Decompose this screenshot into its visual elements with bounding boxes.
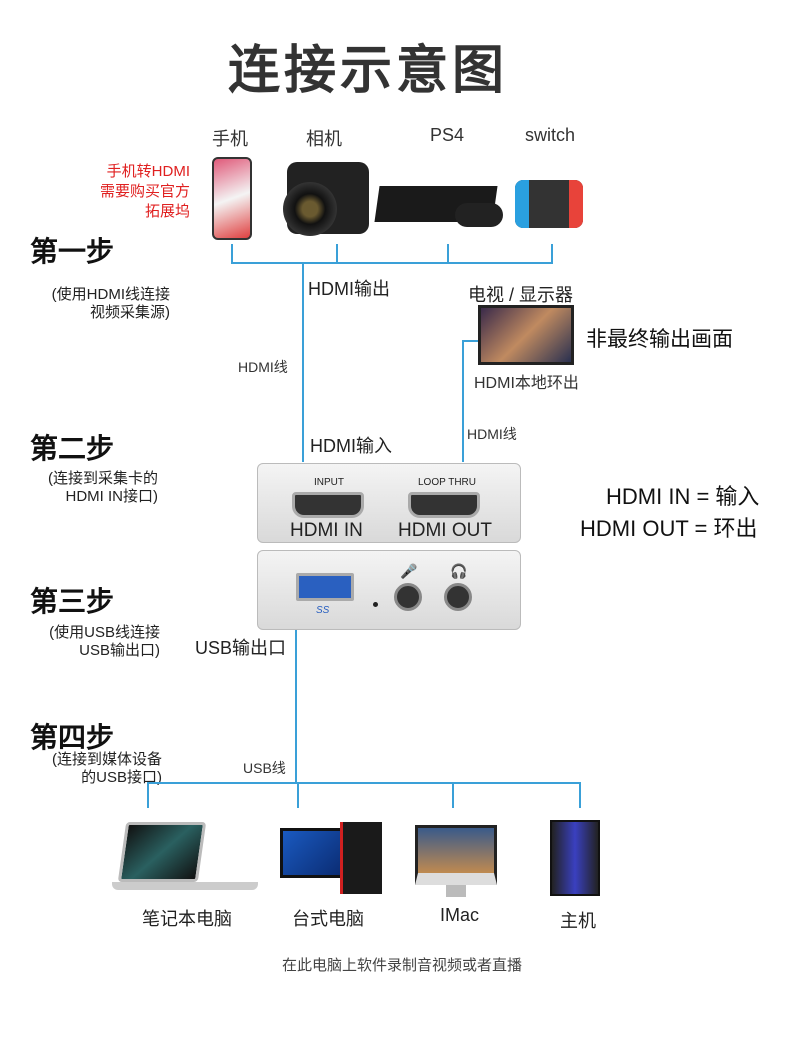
page-title: 连接示意图 <box>228 40 509 101</box>
device-label-switch: switch <box>525 125 576 145</box>
hdmi-cable2-label: HDMI线 <box>467 426 517 442</box>
phone-note: 手机转HDMI 需要购买官方 拓展坞 <box>90 162 190 222</box>
port-input-label: INPUT <box>314 477 344 488</box>
connector-line <box>452 782 454 808</box>
hdmi-in-port[interactable] <box>292 492 364 518</box>
step-desc-line: 视频采集源) <box>90 304 170 321</box>
connector-line <box>231 244 233 264</box>
connector-line <box>147 782 581 784</box>
legend-out: HDMI OUT = 环出 <box>580 516 758 541</box>
laptop-base <box>112 882 258 890</box>
hdmi-out-port[interactable] <box>408 492 480 518</box>
connector-line <box>147 782 149 808</box>
tv-image <box>478 305 574 365</box>
device-label-imac: IMac <box>440 905 480 925</box>
desktop-tower-image <box>340 822 382 894</box>
not-final-label: 非最终输出画面 <box>586 328 733 351</box>
device-label-camera: 相机 <box>306 129 342 149</box>
phone-note-line: 需要购买官方 <box>99 183 190 200</box>
phone-note-line: 手机转HDMI <box>106 163 190 180</box>
footer-note: 在此电脑上软件录制音视频或者直播 <box>282 957 523 974</box>
device-label-desktop: 台式电脑 <box>292 909 364 929</box>
step-desc-line: (连接到媒体设备 <box>52 751 162 768</box>
step-1-desc: (使用HDMI线连接视频采集源) <box>20 286 170 322</box>
capture-card-front: INPUT LOOP THRU HDMI IN HDMI OUT <box>257 463 521 543</box>
connector-line <box>231 262 553 264</box>
usb-ss-logo: SS <box>316 605 330 616</box>
legend-in: HDMI IN = 输入 <box>606 484 760 509</box>
step-desc-line: USB输出口) <box>79 642 160 659</box>
hdmi-out-label: HDMI OUT <box>398 520 492 541</box>
usb-cable-line <box>295 630 297 784</box>
pc-tower-image <box>550 820 600 896</box>
port-loop-label: LOOP THRU <box>418 477 476 488</box>
connector-line <box>551 244 553 264</box>
headphone-jack[interactable] <box>444 583 472 611</box>
led-indicator <box>373 602 378 607</box>
usb-port-label: USB输出口 <box>195 638 287 658</box>
laptop-image <box>117 822 207 882</box>
device-label-host: 主机 <box>560 911 596 931</box>
connector-line <box>336 244 338 264</box>
step-2-title: 第二步 <box>30 433 115 464</box>
device-label-phone: 手机 <box>212 129 248 149</box>
step-4-title: 第四步 <box>30 722 115 753</box>
step-desc-line: (连接到采集卡的 <box>48 470 158 487</box>
imac-stand <box>446 885 466 897</box>
headphones-icon: 🎧 <box>450 563 468 579</box>
phone-image <box>212 157 252 240</box>
switch-image <box>515 180 583 228</box>
desktop-monitor-image <box>280 828 348 878</box>
hdmi-cable-line <box>302 262 304 462</box>
step-desc-line: (使用USB线连接 <box>49 624 160 641</box>
device-label-laptop: 笔记本电脑 <box>142 909 232 929</box>
controller-image <box>455 203 503 227</box>
loop-out-label: HDMI本地环出 <box>474 375 579 392</box>
hdmi-input-label: HDMI输入 <box>310 436 392 456</box>
connector-line <box>579 782 581 808</box>
camera-image <box>283 162 369 236</box>
loop-cable-line <box>462 340 464 462</box>
hdmi-output-label: HDMI输出 <box>308 279 390 299</box>
step-1-title: 第一步 <box>30 236 115 267</box>
mic-jack[interactable] <box>394 583 422 611</box>
hdmi-in-label: HDMI IN <box>290 520 363 541</box>
phone-note-line: 拓展坞 <box>144 203 190 220</box>
usb-cable-label: USB线 <box>243 760 286 776</box>
step-desc-line: HDMI IN接口) <box>65 488 159 505</box>
connector-line <box>297 782 299 808</box>
device-label-ps4: PS4 <box>430 125 465 145</box>
step-desc-line: 的USB接口) <box>81 769 162 786</box>
step-4-desc: (连接到媒体设备的USB接口) <box>20 751 162 787</box>
usb-port[interactable] <box>296 573 354 601</box>
tv-label: 电视 / 显示器 <box>468 285 574 305</box>
capture-card-back: SS 🎤 🎧 <box>257 550 521 630</box>
step-3-title: 第三步 <box>30 586 115 617</box>
connector-line <box>447 244 449 264</box>
hdmi-cable-label: HDMI线 <box>238 359 288 375</box>
step-desc-line: (使用HDMI线连接 <box>51 286 170 303</box>
microphone-icon: 🎤 <box>400 563 418 579</box>
loop-cable-line <box>462 340 478 342</box>
imac-image <box>415 825 497 885</box>
